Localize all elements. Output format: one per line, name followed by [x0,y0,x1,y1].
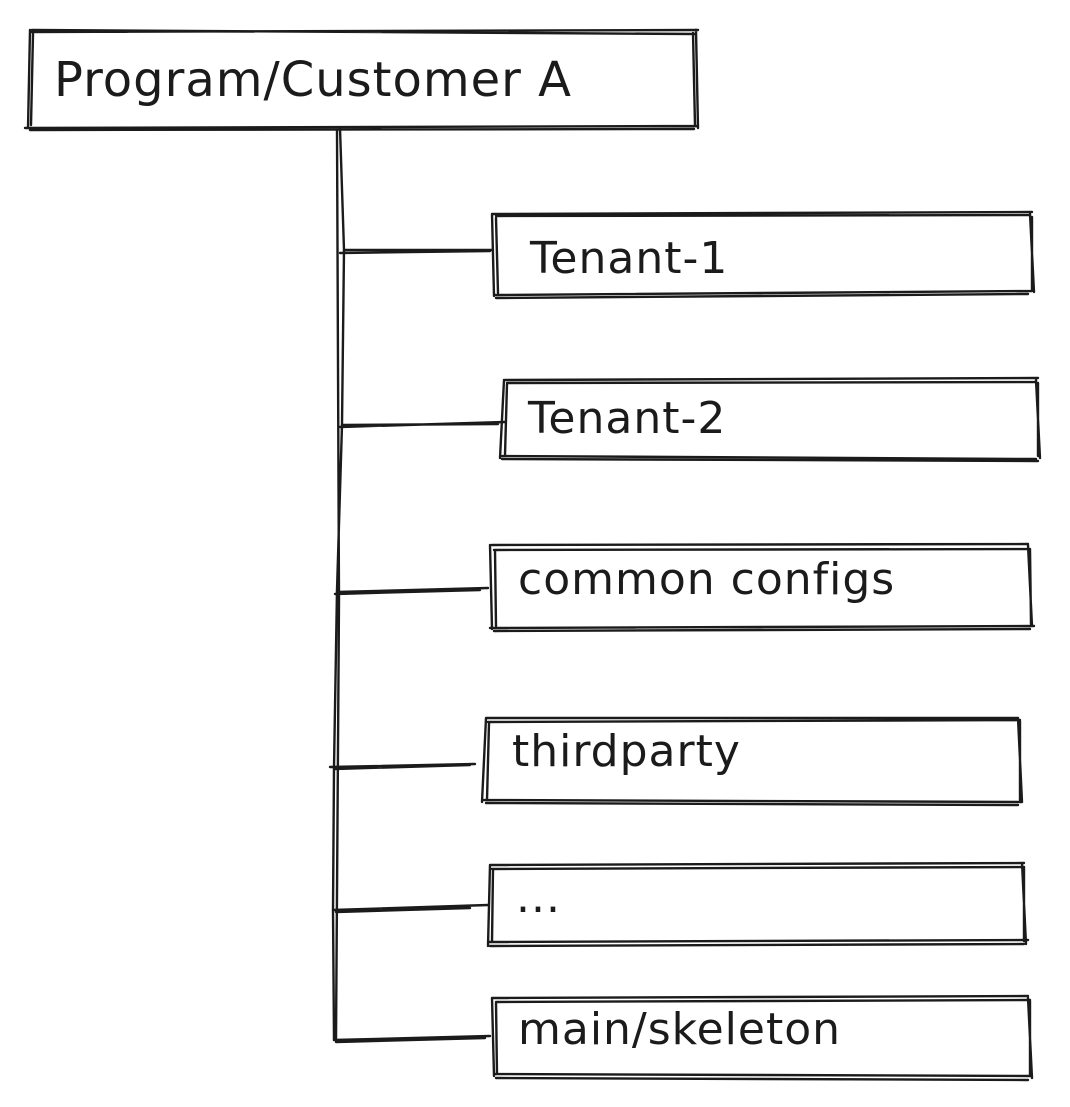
child-node-main-skeleton: main/skeleton [490,994,1034,1082]
child-label: ... [516,872,561,923]
branch-connector-2 [338,420,507,429]
child-box [498,376,1042,463]
child-label: thirdparty [512,726,741,777]
root-box [23,28,700,132]
child-node-ellipsis: ... [486,861,1030,948]
child-node-tenant-1: Tenant-1 [490,210,1036,300]
root-label: Program/Customer A [54,52,572,108]
root-node: Program/Customer A [23,28,700,132]
branch-connector-6 [332,1034,492,1044]
child-box [488,542,1036,633]
child-label: Tenant-1 [529,233,728,284]
branch-connector-4 [328,762,477,771]
child-node-thirdparty: thirdparty [480,716,1024,807]
branch-connector-1 [338,248,494,255]
child-box [486,861,1030,948]
child-node-common-configs: common configs [488,542,1036,633]
branch-connector-5 [331,903,490,914]
child-box [490,210,1036,300]
child-box [480,716,1024,807]
child-node-tenant-2: Tenant-2 [498,376,1042,463]
child-label: Tenant-2 [527,393,726,444]
child-label: common configs [518,554,895,605]
trunk-line [331,126,346,1042]
child-label: main/skeleton [518,1004,841,1055]
branch-connector-3 [333,586,490,596]
child-box [490,994,1034,1082]
